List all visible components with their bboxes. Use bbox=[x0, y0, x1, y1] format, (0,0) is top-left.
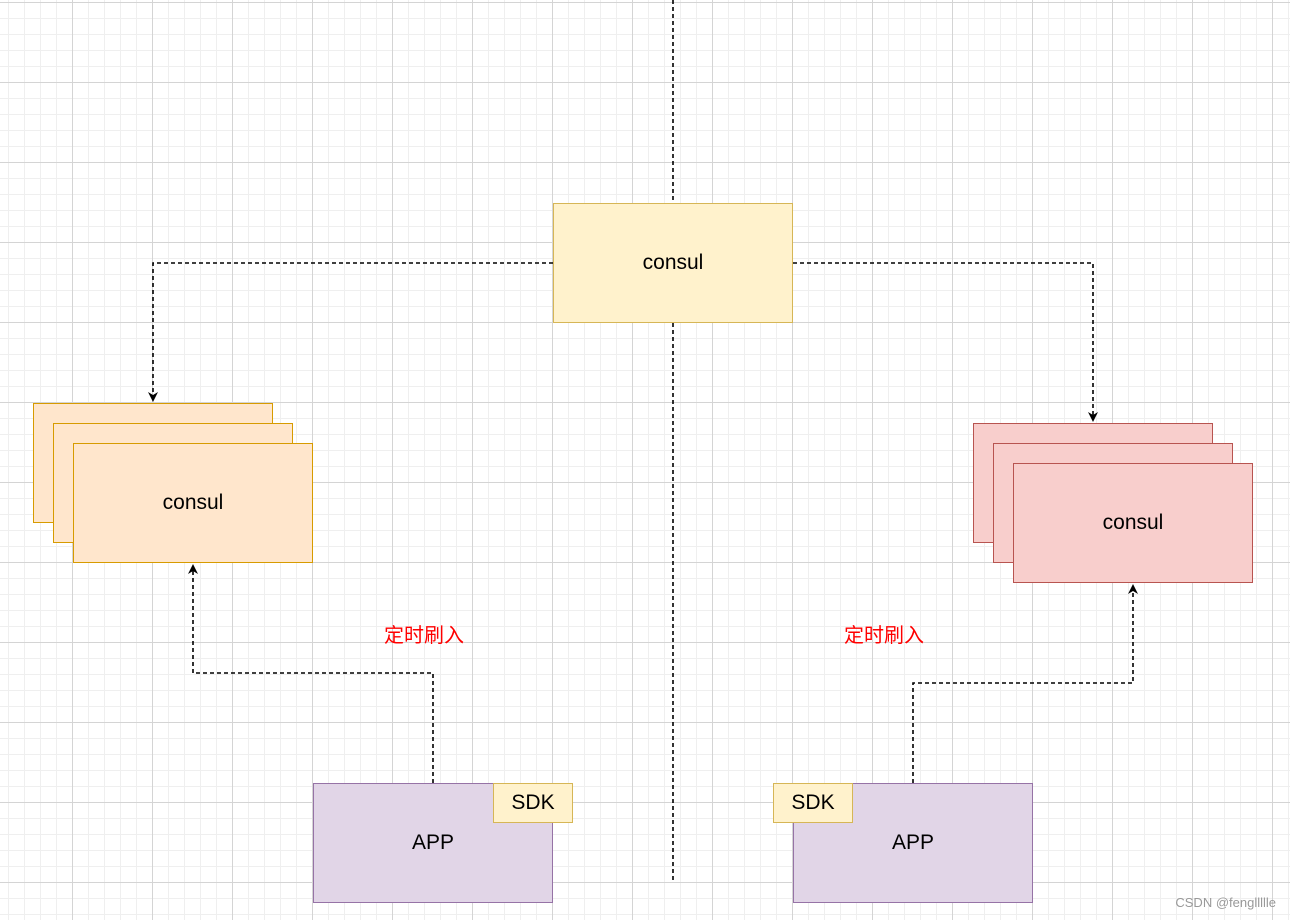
watermark: CSDN @fengllllle bbox=[1175, 895, 1276, 910]
right-app-label: APP bbox=[891, 831, 935, 854]
left-app-label: APP bbox=[411, 831, 455, 854]
edge-left-app-to-cluster bbox=[188, 564, 434, 783]
left-cluster-label: consul bbox=[162, 491, 224, 514]
center-consul-label: consul bbox=[642, 251, 704, 274]
left-sdk-badge[interactable]: SDK bbox=[493, 783, 573, 823]
edge-center-to-left-cluster bbox=[148, 262, 553, 402]
left-sdk-label: SDK bbox=[511, 791, 555, 814]
left-edge-label: 定时刷入 bbox=[384, 623, 464, 647]
right-cluster-label: consul bbox=[1102, 511, 1164, 534]
right-cluster-front-card[interactable]: consul bbox=[1013, 463, 1253, 583]
right-sdk-label: SDK bbox=[791, 791, 835, 814]
edge-center-to-right-cluster bbox=[793, 262, 1098, 422]
right-edge-label: 定时刷入 bbox=[844, 623, 924, 647]
left-cluster-front-card[interactable]: consul bbox=[73, 443, 313, 563]
right-sdk-badge[interactable]: SDK bbox=[773, 783, 853, 823]
edge-right-app-to-cluster bbox=[912, 584, 1138, 783]
center-consul-node[interactable]: consul bbox=[553, 203, 793, 323]
